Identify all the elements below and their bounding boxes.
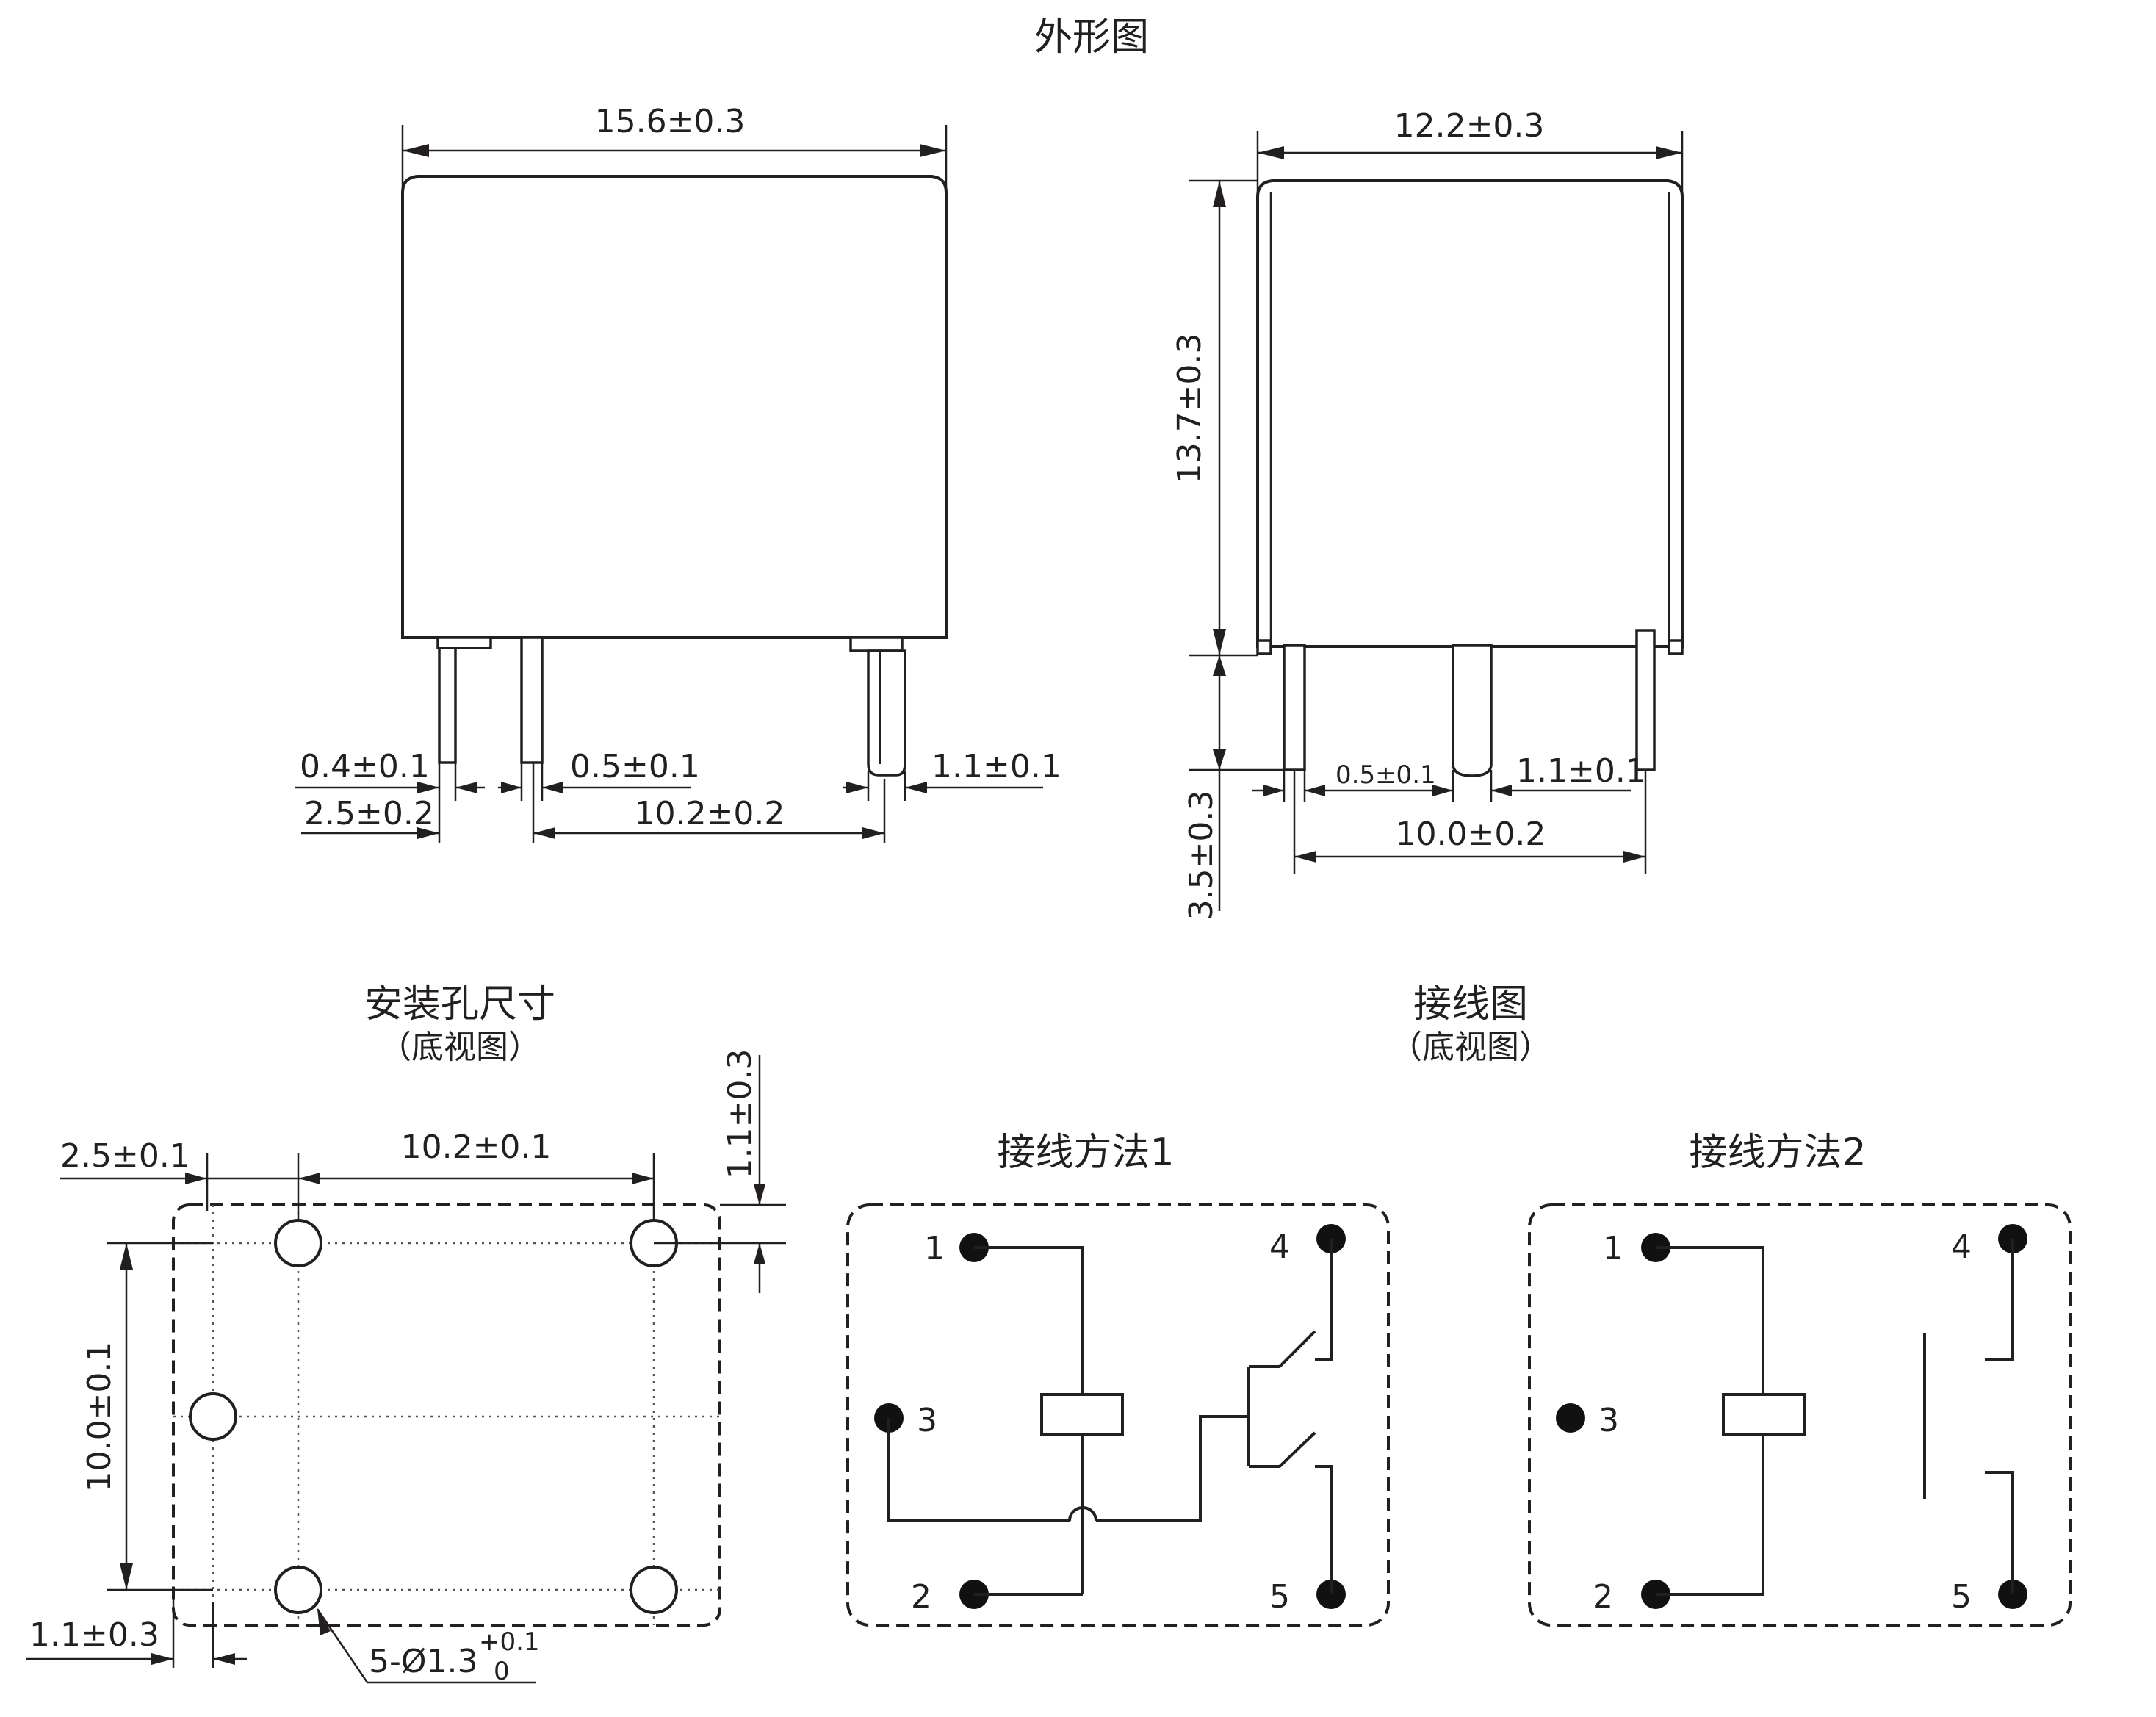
mounting-title: 安装孔尺寸 bbox=[364, 982, 555, 1026]
wiring-method-1: 接线方法1 1 3 2 4 5 bbox=[846, 1131, 1390, 1627]
front-pitch-main-label: 10.2±0.2 bbox=[635, 795, 785, 832]
mounting-hole bbox=[189, 1392, 237, 1441]
side-pin-width-label: 1.1±0.1 bbox=[1516, 752, 1646, 790]
wiring-method-2: 接线方法2 1 3 2 4 5 bbox=[1528, 1131, 2072, 1627]
m1-pin-1: 1 bbox=[924, 1230, 945, 1267]
mounting-top-offset-label: 1.1±0.3 bbox=[721, 1049, 759, 1179]
wiring-subtitle: （底视图） bbox=[1390, 1029, 1551, 1066]
m2-pin-3: 3 bbox=[1598, 1402, 1619, 1439]
hole-callout: 5-Ø1.3 bbox=[369, 1643, 478, 1680]
m2-pin-1: 1 bbox=[1603, 1230, 1623, 1267]
front-pin-3 bbox=[867, 649, 906, 777]
front-pin-gap-label: 0.5±0.1 bbox=[570, 748, 700, 785]
m1-pin-3: 3 bbox=[917, 1402, 937, 1439]
side-pin-3 bbox=[1452, 644, 1493, 777]
outline-title: 外形图 bbox=[1034, 15, 1149, 60]
mounting-hole bbox=[274, 1566, 322, 1614]
mounting-main-pitch-label: 10.2±0.1 bbox=[401, 1129, 552, 1166]
front-view: 15.6±0.3 0.4±0.1 0.5±0.1 bbox=[295, 103, 1061, 843]
side-pin-thickness-label: 0.5±0.1 bbox=[1335, 760, 1436, 790]
front-width-label: 15.6±0.3 bbox=[595, 103, 746, 140]
wiring-method-2-title: 接线方法2 bbox=[1689, 1131, 1866, 1175]
side-pin-1 bbox=[1283, 644, 1306, 771]
wiring-method-1-title: 接线方法1 bbox=[997, 1131, 1174, 1175]
mounting-left-pitch-label: 2.5±0.1 bbox=[60, 1137, 190, 1175]
side-view: 12.2±0.3 13.7±0.3 3.5±0.3 bbox=[1171, 107, 1684, 921]
front-pin-1 bbox=[438, 636, 457, 764]
m1-pin-5: 5 bbox=[1269, 1578, 1290, 1616]
m1-pin-4: 4 bbox=[1269, 1228, 1290, 1266]
front-pin-thickness-label: 0.4±0.1 bbox=[300, 748, 430, 785]
front-pitch-left-label: 2.5±0.2 bbox=[304, 795, 434, 832]
wiring-title: 接线图 bbox=[1413, 982, 1528, 1026]
mounting-subtitle: （底视图） bbox=[379, 1029, 541, 1066]
m2-pin-5: 5 bbox=[1951, 1578, 1972, 1616]
m2-pin-2: 2 bbox=[1593, 1578, 1613, 1616]
m1-coil bbox=[1040, 1393, 1124, 1436]
m2-pin-4: 4 bbox=[1951, 1228, 1972, 1266]
m2-coil bbox=[1722, 1393, 1806, 1436]
side-width-label: 12.2±0.3 bbox=[1394, 107, 1545, 145]
side-height-label: 13.7±0.3 bbox=[1171, 334, 1208, 484]
side-pin-length-label: 3.5±0.3 bbox=[1183, 791, 1220, 921]
mounting-hole bbox=[274, 1219, 322, 1267]
mounting-vertical-pitch-label: 10.0±0.1 bbox=[81, 1342, 118, 1492]
hole-tolerance-lower: 0 bbox=[494, 1657, 510, 1686]
side-pin-2 bbox=[1635, 629, 1656, 771]
mounting-hole bbox=[630, 1566, 678, 1614]
side-pitch-label: 10.0±0.2 bbox=[1396, 816, 1546, 853]
mounting-left-offset-label: 1.1±0.3 bbox=[29, 1616, 159, 1654]
hole-tolerance-upper: +0.1 bbox=[479, 1627, 540, 1657]
mounting-view: 2.5±0.1 10.2±0.1 1.1±0.3 10.0±0.1 1.1±0.… bbox=[26, 1049, 786, 1686]
front-pin-2 bbox=[520, 636, 544, 764]
front-pin-width-label: 1.1±0.1 bbox=[931, 748, 1061, 785]
m1-pin-2: 2 bbox=[911, 1578, 931, 1616]
